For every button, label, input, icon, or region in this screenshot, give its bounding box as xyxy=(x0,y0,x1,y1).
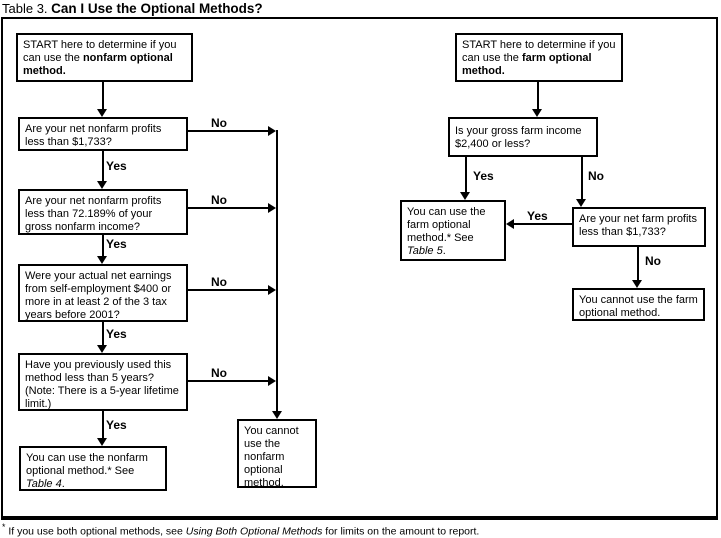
arrowhead-right xyxy=(268,376,276,386)
no-label: No xyxy=(211,193,227,207)
can-use-farm-box: You can use the farm optional method.* S… xyxy=(400,200,506,261)
footnote-text-end: for limits on the amount to report. xyxy=(322,525,480,538)
question-farm-income-text: Is your gross farm income $2,400 or less… xyxy=(455,125,582,150)
can-use-nonfarm-text: You can use the nonfarm optional method.… xyxy=(26,452,148,477)
start-farm-text: START here to determine if you can use t… xyxy=(462,39,616,64)
question-previously-used-text: Have you previously used this method les… xyxy=(25,359,179,410)
connector-line xyxy=(276,130,278,411)
can-use-nonfarm-table-ref: Table 4 xyxy=(26,478,62,490)
arrowhead-down xyxy=(97,181,107,189)
can-use-farm-text-end: . xyxy=(442,245,446,257)
cannot-use-farm-box: You cannot use the farm optional method. xyxy=(572,288,705,321)
start-nonfarm-text: START here to determine if you can use t… xyxy=(23,39,177,64)
arrowhead-down xyxy=(97,109,107,117)
connector-line xyxy=(637,247,639,280)
connector-line xyxy=(465,157,467,192)
question-nonfarm-percent-text: Are your net nonfarm profits less than 7… xyxy=(25,195,162,233)
question-net-earnings-box: Were your actual net earnings from self-… xyxy=(18,264,188,322)
connector-line xyxy=(102,151,104,182)
connector-line xyxy=(581,157,583,199)
connector-line xyxy=(188,289,269,291)
title-main: Can I Use the Optional Methods? xyxy=(51,1,263,16)
question-net-earnings-text: Were your actual net earnings from self-… xyxy=(25,270,172,321)
arrowhead-down xyxy=(460,192,470,200)
connector-line xyxy=(537,82,539,109)
question-nonfarm-profits-box: Are your net nonfarm profits less than $… xyxy=(18,117,188,151)
yes-label: Yes xyxy=(106,159,127,173)
start-farm-bold-text: farm optional method. xyxy=(462,52,592,77)
footnote: * If you use both optional methods, see … xyxy=(2,522,479,538)
arrowhead-down xyxy=(532,109,542,117)
can-use-nonfarm-box: You can use the nonfarm optional method.… xyxy=(19,446,167,491)
connector-line xyxy=(188,380,269,382)
arrowhead-down xyxy=(97,438,107,446)
connector-line xyxy=(514,223,572,225)
cannot-use-nonfarm-box: You cannot use the nonfarm optional meth… xyxy=(237,419,317,489)
start-nonfarm-bold-text: nonfarm optional method. xyxy=(23,52,173,77)
footnote-text: If you use both optional methods, see xyxy=(5,525,186,538)
footnote-marker: * xyxy=(2,522,6,532)
connector-line xyxy=(102,235,104,257)
yes-label: Yes xyxy=(106,327,127,341)
question-farm-income-box: Is your gross farm income $2,400 or less… xyxy=(448,117,598,157)
arrowhead-down xyxy=(632,280,642,288)
arrowhead-right xyxy=(268,285,276,295)
connector-line xyxy=(188,207,269,209)
connector-line xyxy=(102,322,104,346)
arrowhead-right xyxy=(268,126,276,136)
no-label: No xyxy=(211,366,227,380)
title-prefix: Table 3. xyxy=(2,1,48,16)
no-label: No xyxy=(645,254,661,268)
no-label: No xyxy=(588,169,604,183)
can-use-farm-text: You can use the farm optional method.* S… xyxy=(407,206,486,244)
yes-label: Yes xyxy=(527,209,548,223)
connector-line xyxy=(102,82,104,110)
arrowhead-down xyxy=(97,256,107,264)
yes-label: Yes xyxy=(106,237,127,251)
yes-label: Yes xyxy=(106,418,127,432)
no-label: No xyxy=(211,116,227,130)
connector-line xyxy=(102,411,104,439)
can-use-nonfarm-text-end: . xyxy=(61,478,65,490)
yes-label: Yes xyxy=(473,169,494,183)
start-nonfarm-box: START here to determine if you can use t… xyxy=(16,33,193,82)
connector-line xyxy=(188,130,269,132)
question-farm-profits-box: Are your net farm profits less than $1,7… xyxy=(572,207,706,247)
arrowhead-right xyxy=(268,203,276,213)
question-farm-profits-text: Are your net farm profits less than $1,7… xyxy=(579,213,697,238)
arrowhead-left xyxy=(506,219,514,229)
page-title: Table 3. Can I Use the Optional Methods? xyxy=(2,1,263,16)
start-farm-box: START here to determine if you can use t… xyxy=(455,33,623,82)
cannot-use-nonfarm-text: You cannot use the nonfarm optional meth… xyxy=(244,425,299,489)
no-label: No xyxy=(211,275,227,289)
question-nonfarm-profits-text: Are your net nonfarm profits less than $… xyxy=(25,123,162,148)
question-previously-used-box: Have you previously used this method les… xyxy=(18,353,188,411)
question-nonfarm-percent-box: Are your net nonfarm profits less than 7… xyxy=(18,189,188,235)
cannot-use-farm-text: You cannot use the farm optional method. xyxy=(579,294,698,319)
footnote-reference: Using Both Optional Methods xyxy=(185,525,323,538)
arrowhead-down xyxy=(272,411,282,419)
arrowhead-down xyxy=(576,199,586,207)
can-use-farm-table-ref: Table 5 xyxy=(407,245,443,257)
arrowhead-down xyxy=(97,345,107,353)
